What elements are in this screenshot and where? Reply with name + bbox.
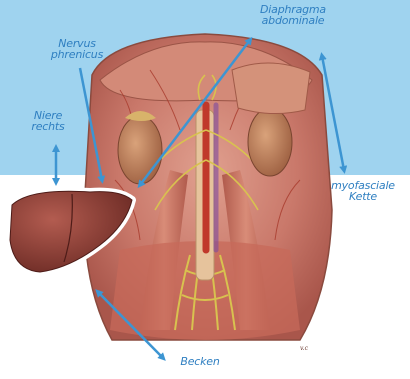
label-myofasciale-kette: myofasciale Kette: [318, 180, 408, 202]
stomach: [232, 63, 310, 114]
kidney-right: [118, 116, 162, 184]
label-diaphragma-abdominale: Diaphragma abdominale: [238, 4, 348, 26]
artist-signature: v.c: [300, 345, 309, 352]
label-nervus-phrenicus: Nervus phrenicus: [42, 38, 112, 60]
label-becken: Becken: [170, 356, 230, 367]
kidney-left: [248, 108, 292, 176]
label-niere-rechts: Niere rechts: [18, 110, 78, 132]
